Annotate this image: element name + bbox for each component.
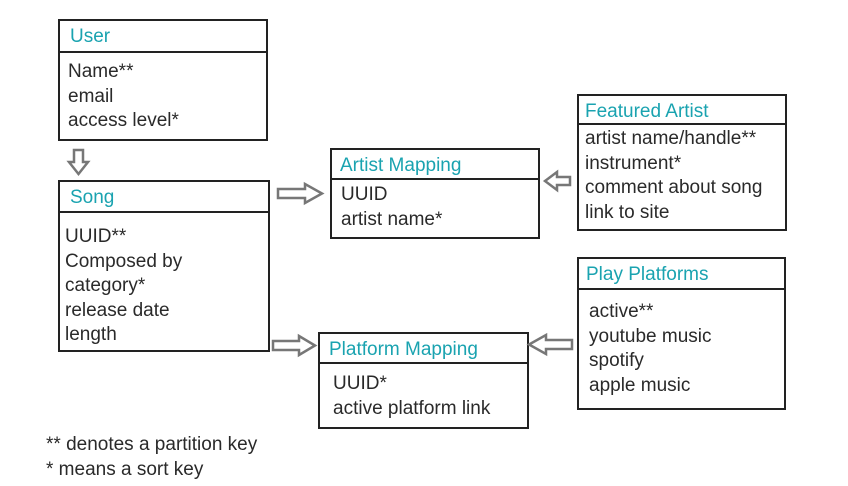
arrow-song-to-platform-mapping: [271, 333, 318, 358]
field: apple music: [589, 374, 691, 396]
field: artist name/handle**: [585, 128, 757, 149]
field: link to site: [585, 201, 670, 223]
field: UUID*: [333, 373, 387, 394]
field: UUID**: [65, 226, 127, 247]
field: active**: [589, 301, 654, 322]
field: active platform link: [333, 397, 491, 419]
field: Composed by: [65, 250, 183, 272]
legend: ** denotes a partition key * means a sor…: [46, 432, 257, 482]
field: spotify: [589, 350, 644, 371]
field: comment about song: [585, 177, 763, 198]
field: instrument*: [585, 152, 682, 174]
entity-title: Play Platforms: [579, 259, 784, 290]
entity-title: Artist Mapping: [332, 150, 538, 180]
field: category*: [65, 275, 146, 296]
field: email: [68, 85, 114, 107]
entity-artist-mapping: Artist Mapping UUID artist name*: [330, 148, 540, 239]
arrow-user-to-song: [66, 148, 91, 177]
arrow-play-platforms-to-platform-mapping: [526, 332, 574, 357]
field: length: [65, 324, 117, 345]
entity-user: User Name** email access level*: [58, 19, 268, 141]
entity-title: Song: [60, 182, 268, 213]
legend-sort-key: * means a sort key: [46, 459, 204, 480]
entity-title: User: [60, 21, 266, 53]
field: release date: [65, 299, 170, 321]
legend-partition-key: ** denotes a partition key: [46, 434, 258, 455]
field: Name**: [68, 61, 134, 82]
arrow-song-to-artist-mapping: [276, 181, 325, 206]
entity-title: Featured Artist: [579, 96, 785, 125]
entity-platform-mapping: Platform Mapping UUID* active platform l…: [318, 332, 529, 429]
field: access level*: [68, 110, 179, 131]
field: youtube music: [589, 325, 712, 347]
entity-play-platforms: Play Platforms active** youtube music sp…: [577, 257, 786, 410]
entity-featured-artist: Featured Artist artist name/handle** ins…: [577, 94, 787, 231]
entity-title: Platform Mapping: [320, 334, 527, 364]
entity-song: Song UUID** Composed by category* releas…: [58, 180, 270, 352]
field: artist name*: [341, 208, 443, 230]
arrow-featured-artist-to-artist-mapping: [542, 169, 572, 193]
field: UUID: [341, 184, 388, 205]
